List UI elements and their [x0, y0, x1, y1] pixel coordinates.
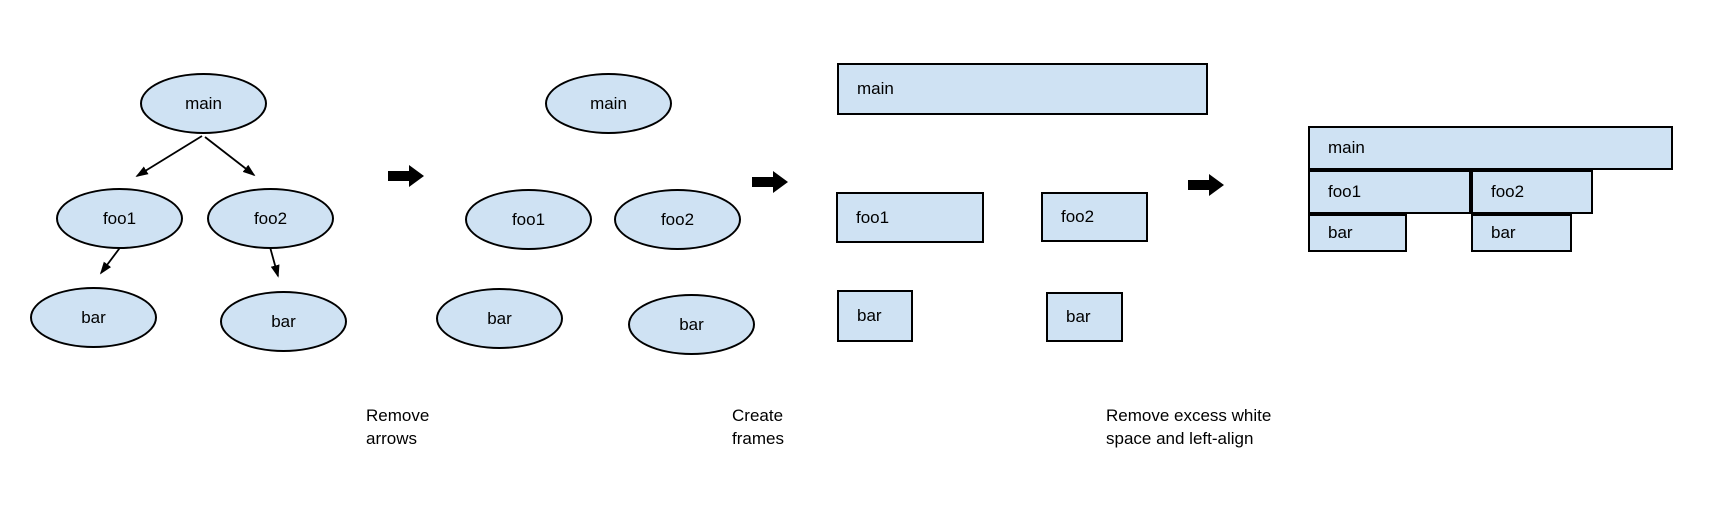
tree-node-bar-right: bar	[220, 291, 347, 352]
node-label: bar	[81, 307, 106, 327]
ellipse-node-foo1: foo1	[465, 189, 592, 250]
frame-label: bar	[1328, 223, 1353, 242]
frame-bar-right: bar	[1046, 292, 1123, 342]
edge-foo2-bar	[269, 246, 280, 278]
frame-label: bar	[857, 306, 882, 325]
edge-main-foo2	[204, 136, 256, 177]
right-arrow-icon	[388, 165, 424, 187]
edge-main-foo1	[135, 135, 203, 177]
frame-label: foo2	[1061, 207, 1095, 226]
frame-label: bar	[1491, 223, 1516, 242]
node-label: bar	[271, 311, 296, 331]
frame-label: foo2	[1491, 182, 1525, 201]
flame-cell-foo1: foo1	[1308, 170, 1471, 214]
node-label: bar	[679, 314, 704, 334]
flame-cell-bar-left: bar	[1308, 214, 1407, 252]
frame-main: main	[837, 63, 1208, 115]
flame-cell-main: main	[1308, 126, 1673, 170]
ellipse-node-bar-right: bar	[628, 294, 755, 355]
ellipse-node-main: main	[545, 73, 672, 134]
right-arrow-icon	[1188, 174, 1224, 196]
frame-foo2: foo2	[1041, 192, 1148, 242]
frame-label: bar	[1066, 307, 1091, 326]
node-label: main	[185, 93, 222, 113]
node-label: bar	[487, 308, 512, 328]
right-arrow-icon	[752, 171, 788, 193]
frame-label: foo1	[856, 207, 890, 227]
node-label: foo2	[253, 208, 288, 228]
flame-cell-foo2: foo2	[1471, 170, 1593, 214]
tree-node-foo1: foo1	[56, 188, 183, 249]
node-label: main	[590, 93, 627, 113]
frame-label: main	[857, 79, 894, 98]
frame-foo1: foo1	[836, 192, 984, 243]
tree-node-main: main	[140, 73, 267, 134]
step-caption-create-frames: Create frames	[732, 406, 784, 448]
ellipse-node-bar-left: bar	[436, 288, 563, 349]
node-label: foo2	[660, 209, 695, 229]
frame-label: foo1	[1328, 182, 1362, 201]
tree-node-bar-left: bar	[30, 287, 157, 348]
step-caption-remove-arrows: Remove arrows	[366, 406, 430, 448]
edge-foo1-bar	[99, 244, 123, 275]
frame-label: main	[1328, 138, 1365, 157]
node-label: foo1	[511, 209, 546, 229]
ellipse-node-foo2: foo2	[614, 189, 741, 250]
step-caption-remove-whitespace: Remove excess white space and left-align	[1106, 406, 1272, 448]
flame-cell-bar-right: bar	[1471, 214, 1572, 252]
frame-bar-left: bar	[837, 290, 913, 342]
node-label: foo1	[102, 208, 137, 228]
tree-node-foo2: foo2	[207, 188, 334, 249]
